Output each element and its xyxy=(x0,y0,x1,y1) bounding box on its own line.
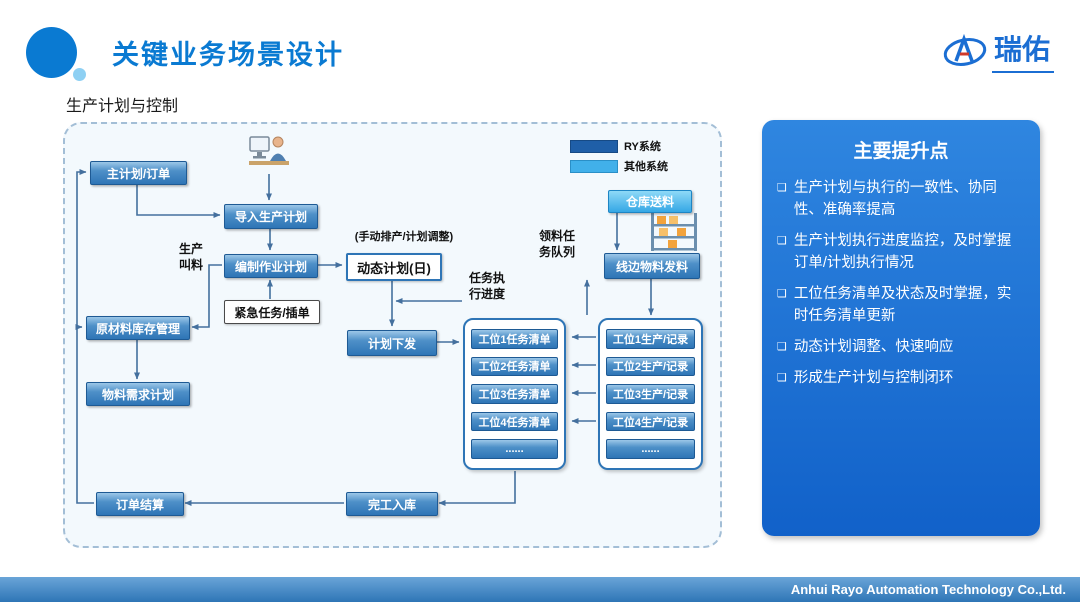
label-task-progress-line1: 任务执 xyxy=(468,271,505,285)
improvement-panel: 主要提升点 ❑ 生产计划与执行的一致性、协同性、准确率提高 ❑ 生产计划执行进度… xyxy=(762,120,1040,536)
node-master-plan-order: 主计划/订单 xyxy=(90,161,187,185)
label-production-call: 生产 叫料 xyxy=(169,241,213,273)
task-list-item: 工位3任务清单 xyxy=(471,384,558,404)
production-record-item: 工位1生产/记录 xyxy=(606,329,695,349)
label-production-call-line1: 生产 xyxy=(178,242,203,256)
task-list-item: 工位1任务清单 xyxy=(471,329,558,349)
legend-swatch-other-system xyxy=(570,159,618,173)
station-production-record-container: 工位1生产/记录 工位2生产/记录 工位3生产/记录 工位4生产/记录 ....… xyxy=(598,318,703,470)
company-name: Anhui Rayo Automation Technology Co.,Ltd… xyxy=(790,582,1066,597)
warehouse-shelf-icon xyxy=(651,213,697,251)
node-dynamic-plan-daily: 动态计划(日) xyxy=(346,253,442,281)
node-import-production-plan: 导入生产计划 xyxy=(224,204,318,229)
station-task-list-container: 工位1任务清单 工位2任务清单 工位3任务清单 工位4任务清单 ...... xyxy=(463,318,566,470)
bullet-square-icon: ❑ xyxy=(777,288,787,300)
task-list-item-more: ...... xyxy=(471,439,558,459)
improvement-bullet-text: 动态计划调整、快速响应 xyxy=(793,339,954,355)
brand-text: 瑞佑 xyxy=(991,28,1054,73)
improvement-bullet: ❑ 工位任务清单及状态及时掌握，实时任务清单更新 xyxy=(777,283,1025,327)
improvement-bullet-text: 生产计划与执行的一致性、协同性、准确率提高 xyxy=(793,180,997,218)
node-finished-warehousing: 完工入库 xyxy=(346,492,438,516)
label-production-call-line2: 叫料 xyxy=(178,258,203,273)
node-lineside-material-issue: 线边物料发料 xyxy=(604,253,700,279)
bullet-square-icon: ❑ xyxy=(777,182,787,194)
improvement-bullet: ❑ 动态计划调整、快速响应 xyxy=(777,336,1025,358)
improvement-bullet: ❑ 生产计划执行进度监控，及时掌握订单/计划执行情况 xyxy=(777,230,1025,274)
task-list-item: 工位2任务清单 xyxy=(471,356,558,377)
production-record-item: 工位3生产/记录 xyxy=(606,384,695,404)
node-warehouse-delivery: 仓库送料 xyxy=(608,190,692,213)
node-urgent-task-insert: 紧急任务/插单 xyxy=(224,300,320,324)
legend: RY系统 其他系统 xyxy=(570,138,668,178)
flow-diagram: RY系统 其他系统 xyxy=(63,122,722,548)
brand-logo: 瑞佑 xyxy=(942,28,1054,73)
node-raw-material-inventory: 原材料库存管理 xyxy=(86,316,190,340)
node-material-requirement-plan: 物料需求计划 xyxy=(86,382,190,406)
legend-label-other-system: 其他系统 xyxy=(624,161,668,173)
production-record-item: 工位4生产/记录 xyxy=(606,411,695,432)
legend-label-ry-system: RY系统 xyxy=(624,141,661,153)
production-record-item-more: ...... xyxy=(606,439,695,459)
production-record-item: 工位2生产/记录 xyxy=(606,356,695,377)
title-decoration-circle xyxy=(26,27,77,78)
title-decoration-dot xyxy=(73,68,86,81)
improvement-bullet-text: 形成生产计划与控制闭环 xyxy=(793,370,954,386)
bullet-square-icon: ❑ xyxy=(777,341,787,353)
node-compile-job-plan: 编制作业计划 xyxy=(224,254,318,278)
label-picking-queue-line1: 领料任 xyxy=(538,229,575,243)
bullet-square-icon: ❑ xyxy=(777,235,787,247)
improvement-bullet: ❑ 生产计划与执行的一致性、协同性、准确率提高 xyxy=(777,177,1025,221)
computer-operator-icon xyxy=(249,136,289,165)
improvement-panel-title: 主要提升点 xyxy=(853,141,949,162)
label-task-progress: 任务执 行进度 xyxy=(463,270,511,302)
label-picking-queue: 领料任 务队列 xyxy=(533,228,581,260)
improvement-bullet-list: ❑ 生产计划与执行的一致性、协同性、准确率提高 ❑ 生产计划执行进度监控，及时掌… xyxy=(762,177,1040,389)
page-title: 关键业务场景设计 xyxy=(112,40,344,70)
footer-bar: Anhui Rayo Automation Technology Co.,Ltd… xyxy=(0,577,1080,602)
improvement-bullet-text: 生产计划执行进度监控，及时掌握订单/计划执行情况 xyxy=(793,233,1012,271)
node-plan-release: 计划下发 xyxy=(347,330,437,356)
flow-arrows xyxy=(75,169,654,506)
legend-row-ry-system: RY系统 xyxy=(570,138,668,154)
improvement-bullet: ❑ 形成生产计划与控制闭环 xyxy=(777,367,1025,389)
task-list-item: 工位4任务清单 xyxy=(471,411,558,432)
label-manual-adjust: (手动排产/计划调整) xyxy=(354,231,454,243)
improvement-bullet-text: 工位任务清单及状态及时掌握，实时任务清单更新 xyxy=(793,286,1012,324)
section-subtitle: 生产计划与控制 xyxy=(66,98,179,115)
legend-swatch-ry-system xyxy=(570,139,618,153)
label-picking-queue-line2: 务队列 xyxy=(538,245,575,260)
label-task-progress-line2: 行进度 xyxy=(468,287,505,302)
node-order-settlement: 订单结算 xyxy=(96,492,184,516)
brand-swoosh-icon xyxy=(943,33,987,66)
legend-row-other-system: 其他系统 xyxy=(570,158,668,174)
bullet-square-icon: ❑ xyxy=(777,372,787,384)
